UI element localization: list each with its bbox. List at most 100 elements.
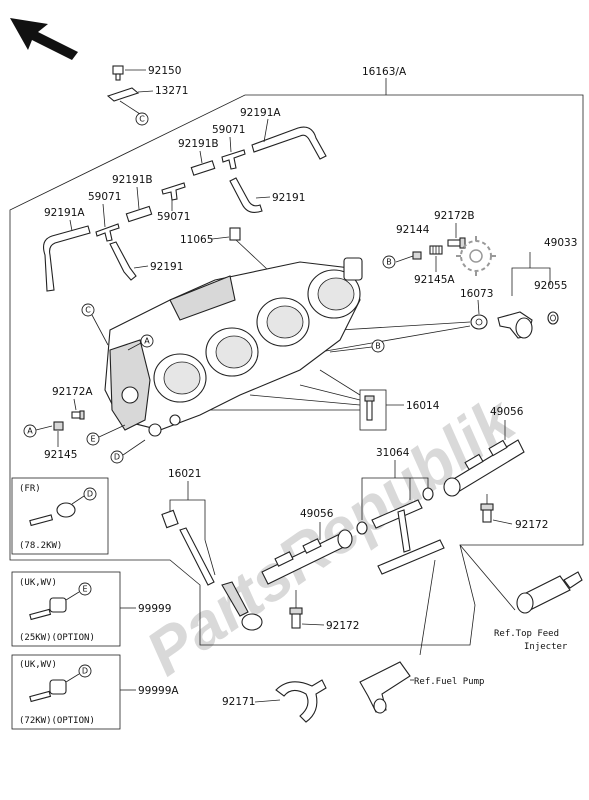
part-label-59071-top: 59071 [212, 124, 245, 136]
uk1-power-label: (25KW)(OPTION) [19, 633, 95, 643]
nut-92145 [53, 421, 64, 431]
hose-92191-right [229, 177, 263, 213]
oring-31064-right [422, 487, 434, 501]
callout-c-body: C [81, 303, 95, 317]
uk2-region-label: (UK,WV) [19, 660, 57, 670]
svg-text:E: E [82, 585, 87, 594]
tee-fitting-59071-low [161, 182, 186, 201]
fr-region-label: (FR) [19, 484, 41, 494]
hose-92191b-mid [125, 205, 153, 223]
svg-text:A: A [144, 337, 150, 346]
bolt-92150 [112, 65, 124, 81]
tee-fitting-59071-mid [95, 223, 120, 242]
uk-option-box-72kw: (UK,WV) D (72KW)(OPTION) [11, 654, 121, 730]
spring-16021 [161, 509, 179, 529]
svg-text:D: D [114, 453, 120, 462]
callout-d-uk: D [78, 664, 92, 678]
part-label-92191a-top: 92191A [240, 107, 281, 119]
part-label-92191a-left: 92191A [44, 207, 85, 219]
uk1-region-label: (UK,WV) [19, 578, 57, 588]
bolt-fr [29, 502, 76, 527]
part-label-92191-right: 92191 [272, 192, 305, 204]
part-label-92172-low: 92172 [326, 620, 359, 632]
screw-92172a [71, 410, 85, 420]
front-arrow-icon [10, 18, 78, 60]
part-label-92145: 92145 [44, 449, 77, 461]
part-label-92172b: 92172B [434, 210, 475, 222]
fr-power-label: (78.2KW) [19, 541, 62, 551]
part-label-16021: 16021 [168, 468, 201, 480]
svg-text:D: D [82, 667, 88, 676]
screw-92172b [447, 237, 466, 249]
assembly-frame [9, 78, 584, 646]
fr-option-box: (FR) D (78.2KW) [11, 477, 109, 555]
callout-e-body: E [86, 432, 100, 446]
fuel-pump-connector [359, 661, 411, 714]
ref-top-feed-line2: Injecter [524, 642, 568, 652]
part-label-49033: 49033 [544, 237, 577, 249]
svg-text:C: C [139, 115, 145, 124]
sensor-rod-16021 [179, 527, 263, 631]
svg-text:E: E [90, 435, 95, 444]
tee-pipe-31064 [371, 499, 445, 575]
part-label-16014: 16014 [406, 400, 440, 412]
callout-d-fr: D [83, 487, 97, 501]
svg-text:C: C [85, 306, 91, 315]
bracket-13271 [106, 87, 140, 102]
part-label-59071-mid: 59071 [88, 191, 121, 203]
part-label-92144: 92144 [396, 224, 430, 236]
hose-92191b-top [190, 160, 216, 176]
part-label-13271: 13271 [155, 85, 188, 97]
callout-c-top: C [135, 112, 149, 126]
fuel-rail-49056-right [443, 439, 525, 497]
screw-92172-right [480, 503, 494, 523]
callout-a-left: A [23, 424, 37, 438]
fitting-49033 [497, 311, 533, 339]
part-label-99999: 99999 [138, 603, 171, 615]
part-label-49056-right: 49056 [490, 406, 524, 418]
callout-a-body: A [140, 334, 154, 348]
uk2-power-label: (72KW)(OPTION) [19, 716, 95, 726]
part-label-92145a: 92145A [414, 274, 455, 286]
svg-text:B: B [386, 258, 392, 267]
part-label-49056-left: 49056 [300, 508, 334, 520]
part-label-92172-right: 92172 [515, 519, 548, 531]
callout-b-mid: B [371, 339, 385, 353]
clamp-92171 [275, 679, 327, 723]
cap-11065 [229, 227, 241, 241]
throttle-body-assembly [104, 257, 363, 437]
part-label-31064: 31064 [376, 447, 410, 459]
part-label-16073: 16073 [460, 288, 493, 300]
spring-92145a [429, 245, 443, 255]
part-label-92191b-mid: 92191B [112, 174, 153, 186]
part-label-92191b-top: 92191B [178, 138, 219, 150]
screw-16014 [364, 395, 375, 421]
uk-option-box-25kw: (UK,WV) E (25KW)(OPTION) [11, 571, 121, 647]
part-label-92150: 92150 [148, 65, 181, 77]
part-label-92172a: 92172A [52, 386, 93, 398]
part-label-11065: 11065 [180, 234, 213, 246]
oring-31064-left [356, 521, 368, 535]
part-label-99999a: 99999A [138, 685, 179, 697]
callout-e-uk: E [78, 582, 92, 596]
svg-text:D: D [87, 490, 93, 499]
hose-92191a-top [251, 126, 327, 160]
nut-92144 [412, 251, 422, 260]
ref-top-feed-line1: Ref.Top Feed [494, 629, 559, 639]
svg-text:A: A [27, 427, 33, 436]
svg-text:B: B [375, 342, 381, 351]
oring-92055 [547, 311, 559, 325]
part-label-92055: 92055 [534, 280, 567, 292]
part-label-59071-low: 59071 [157, 211, 190, 223]
callout-d-body: D [110, 450, 124, 464]
hose-92191-left [109, 241, 137, 281]
tee-fitting-59071-top [221, 149, 246, 170]
fuel-rail-49056-left [261, 529, 353, 585]
screw-92172-low [289, 607, 303, 629]
part-label-16163a: 16163/A [362, 66, 407, 78]
callout-b-top: B [382, 255, 396, 269]
ref-fuel-pump: Ref.Fuel Pump [414, 677, 484, 687]
top-feed-connector [516, 571, 583, 614]
gear-icon [456, 236, 496, 276]
